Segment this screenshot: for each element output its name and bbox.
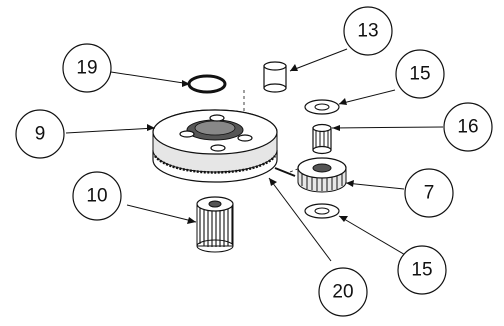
- callout-19: 19: [62, 43, 112, 93]
- callout-9-label: 9: [35, 124, 46, 145]
- callout-19-label: 19: [76, 58, 97, 79]
- part-9-carrier-housing: [152, 109, 278, 183]
- callout-16: 16: [443, 102, 493, 152]
- callout-9: 9: [15, 109, 65, 159]
- part-16-shaft: [312, 123, 332, 155]
- callout-7-label: 7: [424, 183, 435, 204]
- part-20-key: [274, 167, 301, 177]
- callout-13: 13: [343, 6, 393, 56]
- callout-15-top: 15: [395, 49, 445, 99]
- callout-7: 7: [404, 168, 454, 218]
- callout-20-label: 20: [332, 282, 353, 303]
- callout-20: 20: [318, 267, 368, 317]
- callout-15-top-label: 15: [409, 64, 430, 85]
- part-19-o-ring: [187, 74, 227, 94]
- callout-15-bottom: 15: [397, 245, 447, 295]
- callout-10: 10: [72, 171, 122, 221]
- part-15-washer-top: [304, 99, 340, 115]
- callout-15-bottom-label: 15: [411, 260, 432, 281]
- leader-lines: [65, 48, 444, 262]
- callout-16-label: 16: [457, 117, 478, 138]
- part-13-pin: [243, 61, 287, 140]
- callout-10-label: 10: [86, 186, 107, 207]
- part-15-washer-bottom: [304, 203, 340, 219]
- part-10-pinion-gear: [196, 196, 234, 253]
- part-7-planet-gear: [297, 157, 347, 193]
- callout-13-label: 13: [357, 21, 378, 42]
